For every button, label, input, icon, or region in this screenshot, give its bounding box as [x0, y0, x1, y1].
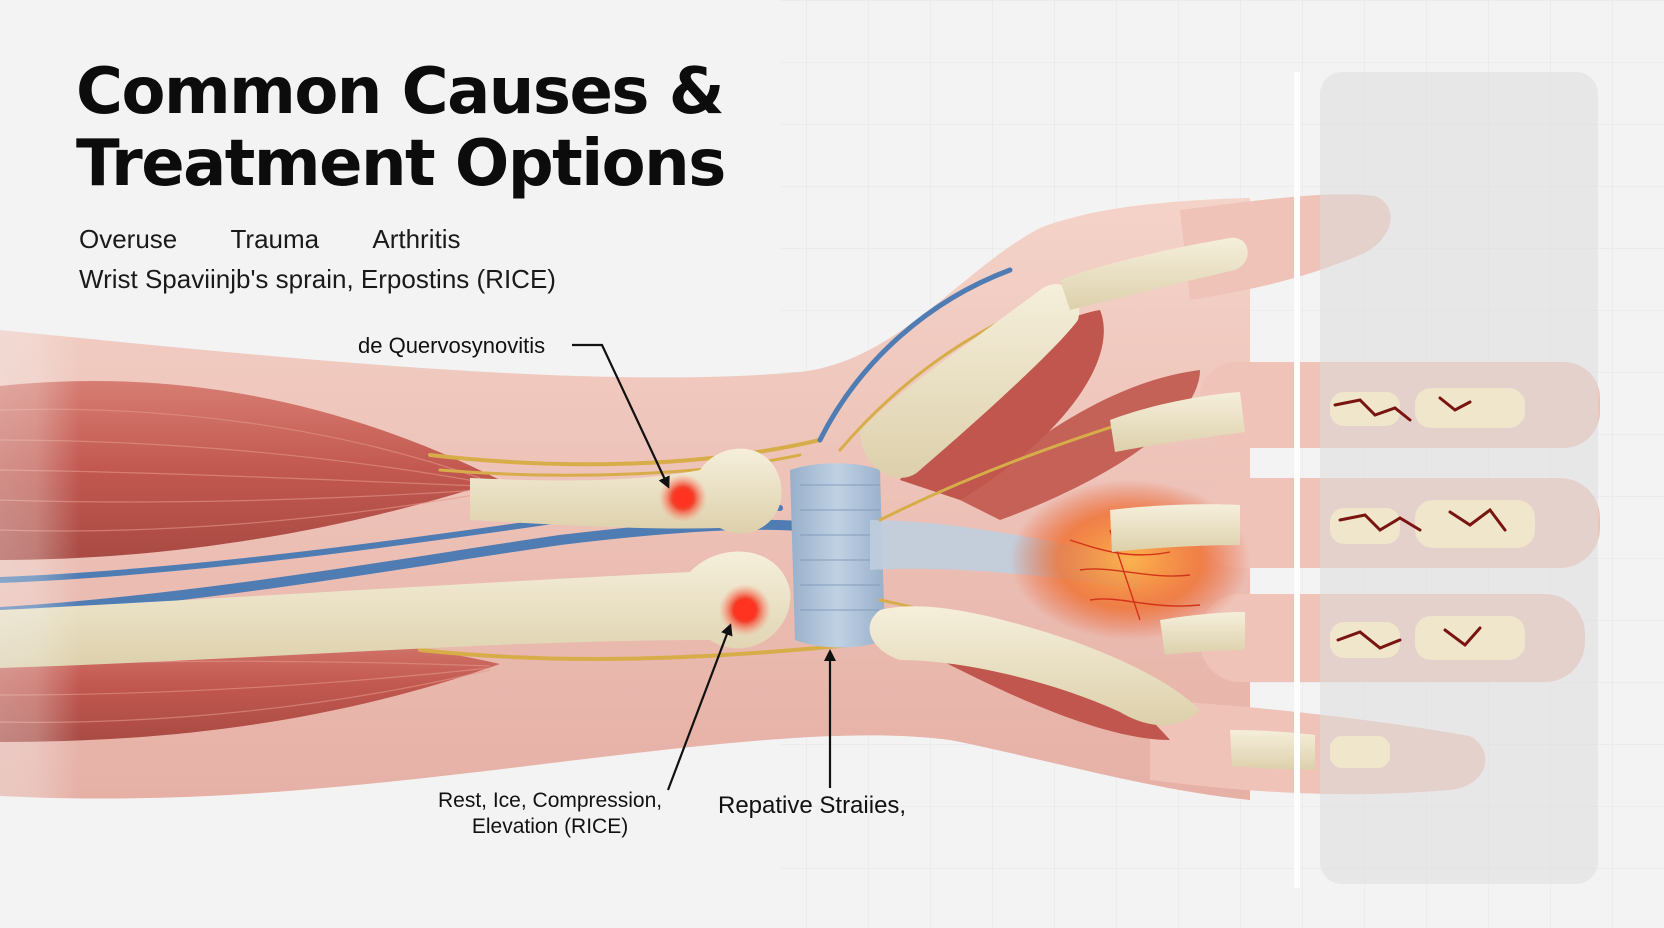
cause-trauma: Trauma [230, 224, 320, 254]
page-title: Common Causes & Treatment Options [76, 55, 726, 201]
edge-fade [0, 300, 80, 820]
title-line-1: Common Causes & [76, 55, 725, 129]
leader-rice [666, 623, 733, 791]
glass-panel [1320, 72, 1598, 884]
hotspot-ulna-core [734, 599, 756, 621]
panel-divider [1294, 72, 1300, 888]
cause-overuse: Overuse [79, 224, 178, 254]
causes-list: Overuse Trauma Arthritis [79, 224, 506, 255]
callout-rice: Rest, Ice, Compression, Elevation (RICE) [438, 788, 662, 840]
leader-quervain [572, 343, 670, 489]
cause-arthritis: Arthritis [372, 224, 461, 254]
hotspot-radius-core [674, 489, 692, 507]
callout-quervain: de Quervosynovitis [358, 333, 546, 358]
forearm-bones [0, 448, 791, 668]
fracture-cracks [1333, 396, 1507, 650]
callout-rice-line-2: Elevation (RICE) [471, 815, 629, 838]
conditions-subline: Wrist Spaviinjb's sprain, Erpostins (RIC… [79, 264, 556, 294]
callout-leaders [572, 343, 836, 791]
callout-strain: Repative Straiies, [718, 792, 907, 819]
callout-rice-line-1: Rest, Ice, Compression, [438, 789, 663, 812]
pain-hotspots [659, 474, 771, 636]
title-line-2: Treatment Options [76, 127, 726, 201]
hand-bones [860, 237, 1315, 770]
